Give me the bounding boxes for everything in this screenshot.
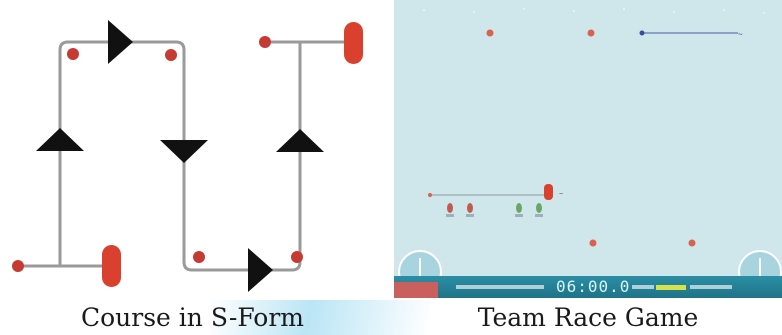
caption-left: Course in S-Form	[80, 303, 305, 332]
water-sparkles	[423, 8, 765, 14]
wind-label: ~	[738, 30, 743, 39]
arrow-right-top	[108, 20, 133, 64]
race-marks	[428, 29, 696, 247]
mark-buoy	[165, 49, 177, 61]
caption-right: Team Race Game	[477, 303, 699, 332]
mark-buoy	[12, 260, 24, 272]
compass-needle	[419, 258, 421, 286]
course-marks	[12, 36, 303, 272]
wind-indicator-dot	[639, 30, 645, 36]
hud-right-bar-2	[690, 285, 732, 289]
boat-label: ~	[559, 191, 564, 198]
game-screenshot-panel: ~ ~ 06:00.0	[394, 0, 782, 298]
game-hud-bar: 06:00.0	[394, 276, 782, 298]
finish-line-marker	[344, 22, 363, 64]
arrow-up-right	[276, 129, 324, 152]
mark-buoy	[193, 251, 205, 263]
arrow-right-bottom	[248, 248, 273, 292]
hud-right-bar	[632, 285, 654, 289]
hud-left-bar-2	[516, 285, 544, 289]
race-timer: 06:00.0	[556, 277, 631, 296]
direction-arrows	[36, 20, 324, 292]
s-form-course-diagram	[12, 20, 363, 292]
committee-boat	[544, 184, 553, 200]
mark-buoy	[291, 251, 303, 263]
race-water-area	[423, 8, 765, 247]
hud-yellow-indicator	[656, 285, 686, 290]
mark-buoy	[67, 48, 79, 60]
arrow-up-left	[36, 128, 84, 151]
mark-buoy	[259, 36, 271, 48]
decorative-swoosh	[210, 300, 430, 335]
start-line-marker	[102, 245, 121, 287]
arrow-down-middle	[160, 140, 208, 163]
team-boats	[446, 203, 543, 217]
course-diagram-panel	[0, 0, 385, 298]
hud-red-indicator	[394, 282, 438, 298]
hud-left-bar	[456, 285, 516, 289]
compass-needle	[759, 258, 761, 286]
